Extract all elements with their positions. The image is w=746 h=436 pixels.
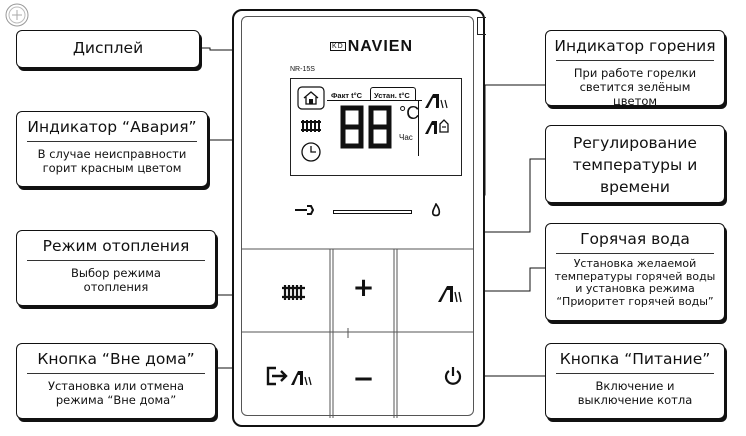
callout-power-desc: Включение и выключение котла (577, 379, 693, 407)
callout-away-title: Кнопка “Вне дома” (37, 350, 195, 368)
callout-alarm: Индикатор “Авария” В случае неисправност… (16, 111, 208, 187)
callout-regulation-title: Регулирование температуры и времени (572, 134, 698, 196)
callout-power-divider (556, 373, 714, 374)
callout-heating-divider (27, 260, 205, 261)
flame-icon (431, 203, 441, 217)
wrench-icon (295, 205, 314, 215)
button-grid (241, 248, 474, 418)
callout-heating-mode: Режим отопления Выбор режима отопления (16, 230, 216, 306)
logo-seal-icon (5, 3, 29, 27)
plus-button[interactable]: + (333, 249, 394, 332)
hot-water-button[interactable] (397, 249, 474, 332)
callout-hotwater-divider (556, 253, 714, 254)
callout-alarm-title: Индикатор “Авария” (27, 118, 197, 136)
callout-hotwater-title: Горячая вода (580, 230, 690, 248)
faucet-icon (425, 94, 448, 109)
callout-heating-title: Режим отопления (42, 237, 190, 255)
callout-burner-divider (556, 60, 714, 61)
indicator-bar (333, 210, 412, 214)
power-icon (444, 367, 462, 385)
callout-hotwater-desc: Установка желаемой температуры горячей в… (554, 257, 716, 308)
house-icon (297, 86, 325, 110)
minus-button[interactable]: − (333, 333, 394, 416)
device-tab (477, 17, 486, 35)
away-button[interactable] (241, 333, 330, 416)
lcd-tab-frame (370, 87, 416, 100)
callout-burner-desc: При работе горелки светится зелёным цвет… (573, 66, 697, 108)
callout-power: Кнопка “Питание” Включение и выключение … (545, 343, 725, 419)
lcd-tab-fact: Факт t°C (331, 91, 362, 100)
lcd-digits (340, 105, 392, 149)
power-button[interactable] (397, 333, 474, 416)
lcd-left-icons (297, 86, 325, 162)
faucet-icon (438, 286, 462, 303)
callout-heating-desc: Выбор режима отопления (71, 266, 161, 294)
callout-burner: Индикатор горения При работе горелки све… (545, 30, 725, 108)
lcd-tab-set: Устан. t°C (374, 91, 410, 100)
heating-mode-button[interactable] (241, 249, 330, 332)
minus-label: − (352, 364, 375, 394)
callout-regulation: Регулирование температуры и времени (545, 125, 725, 203)
thermostat-face (241, 16, 474, 416)
exit-icon (266, 366, 312, 386)
lcd-unit: °C (399, 103, 420, 123)
lcd-right-divider (418, 101, 419, 156)
callout-away-button: Кнопка “Вне дома” Установка или отмена р… (16, 343, 216, 419)
callout-display: Дисплей (16, 30, 200, 68)
callout-display-title: Дисплей (72, 39, 144, 57)
radiator-icon (282, 285, 305, 300)
callout-away-divider (27, 373, 205, 374)
callout-hot-water: Горячая вода Установка желаемой температ… (545, 223, 725, 321)
faucet-away-icon (425, 119, 449, 134)
callout-away-desc: Установка или отмена режима “Вне дома” (47, 379, 185, 407)
clock-icon (301, 142, 321, 162)
callout-alarm-divider (27, 141, 197, 142)
callout-power-title: Кнопка “Питание” (559, 350, 711, 368)
lcd-right-icons (425, 94, 449, 134)
model-label: NR-15S (290, 66, 315, 73)
callout-burner-title: Индикатор горения (554, 37, 716, 55)
radiator-icon (301, 120, 321, 132)
plus-label: + (352, 273, 375, 303)
lcd-display (290, 78, 462, 176)
callout-alarm-desc: В случае неисправности горит красным цве… (37, 147, 187, 175)
lcd-hour-label: Час (399, 133, 413, 142)
lcd-divider (327, 100, 422, 101)
